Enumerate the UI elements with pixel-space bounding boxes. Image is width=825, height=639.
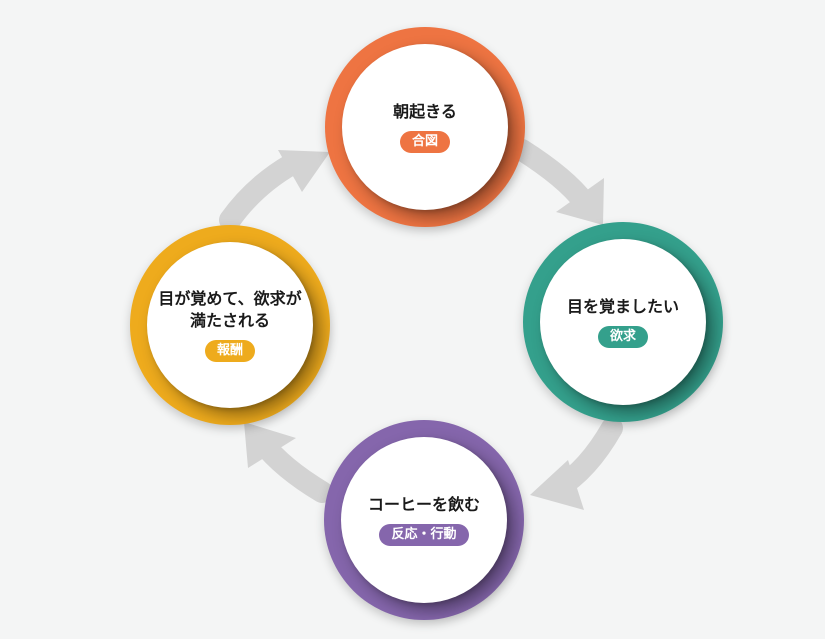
cycle-node-reward: 目が覚めて、欲求が 満たされる 報酬 — [130, 225, 330, 425]
node-badge: 欲求 — [597, 326, 648, 348]
node-badge: 反応・行動 — [379, 524, 469, 546]
arrow-right-to-bottom — [530, 417, 623, 510]
node-inner-circle: 目が覚めて、欲求が 満たされる 報酬 — [147, 242, 313, 408]
arrow-left-to-top — [219, 150, 330, 231]
arrow-top-to-right — [511, 139, 604, 225]
node-badge: 報酬 — [204, 340, 255, 362]
arrow-bottom-to-left — [244, 422, 333, 503]
node-inner-circle: コーヒーを飲む 反応・行動 — [341, 437, 507, 603]
node-badge: 合図 — [399, 131, 450, 153]
node-title: 目が覚めて、欲求が 満たされる — [158, 289, 302, 330]
node-inner-circle: 朝起きる 合図 — [342, 44, 508, 210]
cycle-node-response: コーヒーを飲む 反応・行動 — [324, 420, 524, 620]
cycle-node-cue: 朝起きる 合図 — [325, 27, 525, 227]
node-title: 目を覚ましたい — [566, 297, 679, 316]
cycle-node-craving: 目を覚ましたい 欲求 — [523, 222, 723, 422]
node-title: 朝起きる — [393, 102, 457, 121]
node-title: コーヒーを飲む — [367, 495, 480, 514]
node-inner-circle: 目を覚ましたい 欲求 — [540, 239, 706, 405]
